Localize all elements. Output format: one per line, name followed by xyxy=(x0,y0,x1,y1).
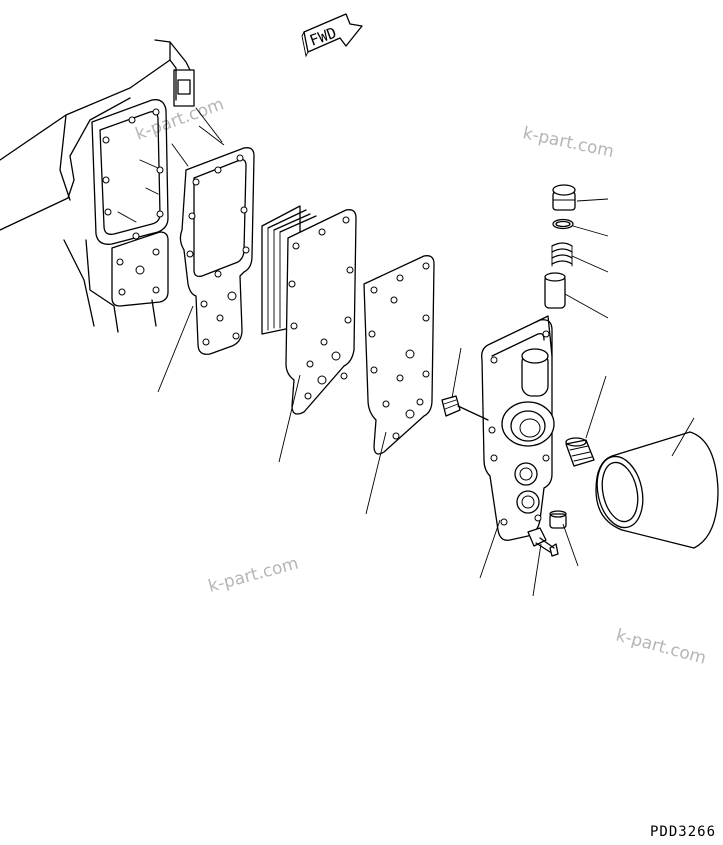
relief-valve-parts xyxy=(544,184,576,309)
oil-filter xyxy=(595,431,719,549)
filter-nipple xyxy=(565,437,595,467)
engine-block xyxy=(0,39,223,333)
bolt-lower xyxy=(527,527,559,557)
watermark: k-part.com xyxy=(614,626,709,669)
watermark: k-part.com xyxy=(206,554,301,597)
union-fitting xyxy=(549,510,567,529)
leader-lines xyxy=(157,125,695,597)
oil-cooler-core xyxy=(261,205,357,415)
fwd-label: FWD xyxy=(307,24,339,50)
watermarks: k-part.com k-part.com k-part.com k-part.… xyxy=(133,94,708,669)
drawing-code: PDD3266 xyxy=(650,824,716,840)
cooler-housing xyxy=(481,315,555,541)
watermark: k-part.com xyxy=(521,123,616,162)
gasket-1 xyxy=(179,147,255,355)
bolt-small xyxy=(441,395,489,421)
gasket-2 xyxy=(363,255,435,455)
fwd-arrow: FWD xyxy=(301,13,363,58)
